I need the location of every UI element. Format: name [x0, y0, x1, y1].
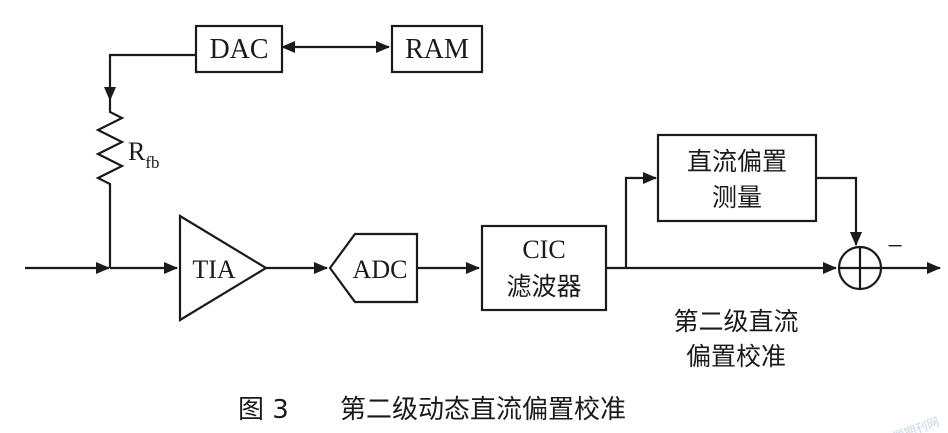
dac-block: [194, 24, 284, 74]
annotation-line1: 第二级直流: [673, 307, 798, 336]
dc-offset-measure-block: [656, 133, 818, 223]
tia-label: TIA: [192, 255, 236, 284]
branch-to-dc-measure-wire: [624, 172, 657, 268]
resistor-label: Rfb: [128, 137, 160, 172]
resistor-label-main: R: [128, 137, 146, 166]
resistor-label-subscript: fb: [145, 153, 159, 172]
cic-filter-block: [480, 224, 608, 312]
adc-label: ADC: [353, 255, 408, 284]
tia-amplifier-block: [178, 214, 269, 322]
dc-measure-label-line1: 直流偏置: [687, 147, 787, 176]
figure-number: 图 3: [238, 395, 289, 425]
figure-caption: 第二级动态直流偏置校准: [340, 395, 626, 425]
feedback-resistor: [95, 100, 125, 196]
ram-block: [390, 24, 484, 74]
dac-feedback-wire: [104, 53, 196, 101]
ram-label: RAM: [405, 34, 469, 65]
dc-measure-label-line2: 测量: [712, 183, 762, 212]
annotation-line2: 偏置校准: [686, 342, 786, 371]
dc-measure-to-summer-wire: [816, 176, 862, 246]
minus-sign: −: [887, 231, 903, 262]
cic-label-line1: CIC: [522, 235, 565, 264]
watermark: 龙源期刊网: [880, 415, 941, 433]
dac-label: DAC: [209, 34, 268, 65]
cic-label-line2: 滤波器: [506, 272, 581, 301]
